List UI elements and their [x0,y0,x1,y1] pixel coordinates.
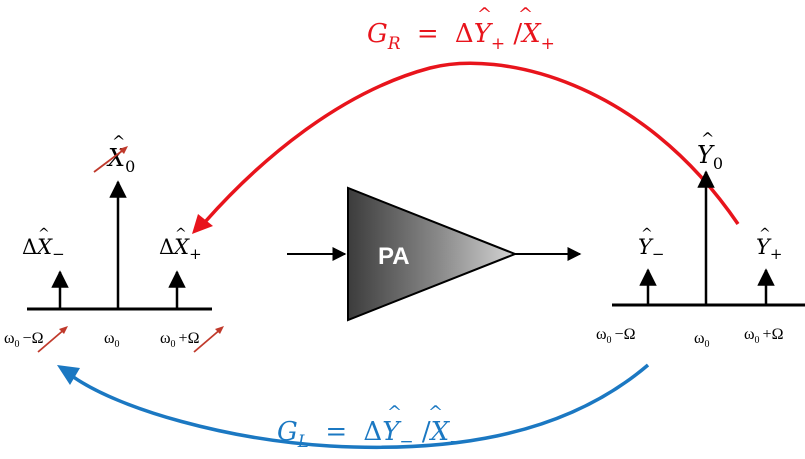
amplifier-triangle [347,186,518,322]
strike-mark [93,147,127,173]
hat-mark: ^ [641,226,653,242]
hat-mark: ^ [38,226,50,242]
strike-arrowhead [59,326,68,334]
hat-mark: ^ [387,402,402,423]
input-lower-label: ΔX− [22,235,65,263]
amplifier-label: PA [378,243,410,270]
hat-mark: ^ [701,129,714,148]
input-axis-label-lower: ω0−Ω [4,330,44,350]
input-upper-label: ΔX+ [159,235,202,263]
feedback-right-arc [203,61,740,225]
strike-arrowhead [119,146,128,154]
hat-mark: ^ [477,4,492,25]
hat-mark: ^ [518,4,533,25]
feedback-left-arc [70,363,650,450]
feedback-left-equation: GL = ΔY− /X− [277,417,463,454]
output-lower-label: Y− [638,235,664,263]
output-spectrum: Y0 ^ Y− ^ Y+ ^ ω0−Ω ω0 ω0+Ω [596,129,805,350]
output-axis-label-upper: ω0+Ω [744,326,784,346]
hat-mark: ^ [428,402,443,423]
feedback-left-arrowhead [57,365,80,385]
feedback-right-equation: GR = ΔY+ /X+ [367,19,555,56]
output-upper-label: Y+ [756,235,782,263]
output-axis-label-lower: ω0−Ω [596,326,636,346]
strike-arrowhead [215,326,224,334]
strike-mark [37,327,67,353]
hat-mark: ^ [759,226,771,242]
output-axis-label-center: ω0 [694,330,710,350]
feedback-left-group: GL = ΔY− /X− ^ ^ [57,363,650,454]
amplifier-group: PA [287,186,582,322]
hat-mark: ^ [112,132,125,151]
feedback-right-arrowhead [192,214,213,234]
output-carrier-label: Y0 [697,141,723,173]
input-axis-label-center: ω0 [104,330,120,350]
hat-y: Y [474,19,494,49]
feedback-right-group: GR = ΔY+ /X+ ^ ^ [192,4,740,234]
hat-mark: ^ [175,226,187,242]
strike-mark [193,327,223,353]
input-axis-label-upper: ω0+Ω [160,330,200,350]
input-spectrum: X0 ^ ΔX− ^ ΔX+ ^ ω0−Ω ω0 ω0+Ω [4,132,224,353]
